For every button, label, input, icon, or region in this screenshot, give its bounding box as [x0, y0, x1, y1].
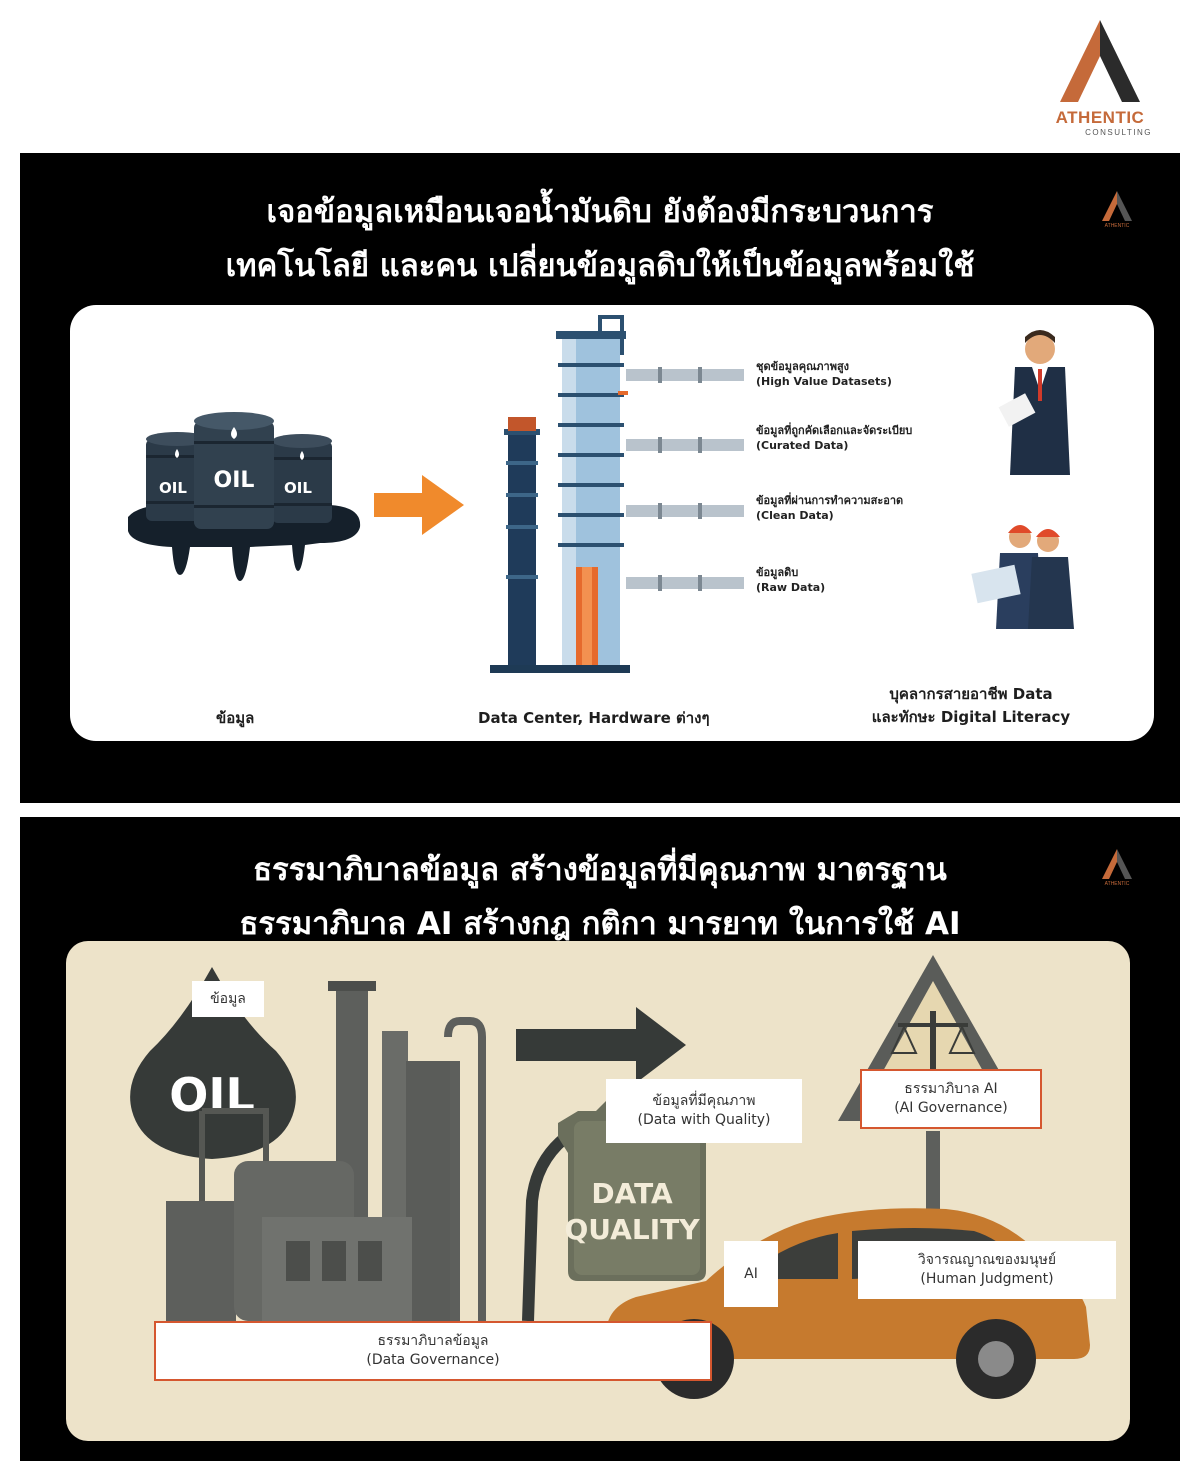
athentic-logo-mark-icon: [1060, 20, 1140, 102]
tier-high-value-th: ชุดข้อมูลคุณภาพสูง: [756, 360, 850, 373]
ai-governance-box: ธรรมาภิบาล AI (AI Governance): [860, 1069, 1042, 1129]
data-tag: ข้อมูล: [192, 981, 264, 1017]
data-governance-box: ธรรมาภิบาลข้อมูล (Data Governance): [154, 1321, 712, 1381]
slide2-title-line2: ธรรมาภิบาล AI สร้างกฎ กติกา มารยาท ในการ…: [239, 906, 961, 942]
refinery-card: OIL OIL OIL: [70, 305, 1154, 741]
mini-logo-mark-icon: [1102, 191, 1132, 221]
slide2-title: ธรรมาภิบาลข้อมูล สร้างข้อมูลที่มีคุณภาพ …: [20, 843, 1180, 951]
barrel-right-label: OIL: [284, 479, 312, 497]
data-governance-en: (Data Governance): [366, 1352, 500, 1368]
tier-high-value-en: (High Value Datasets): [756, 375, 892, 388]
mini-logo-text: ATHENTIC: [1104, 223, 1130, 229]
distillation-tower-icon: [490, 315, 744, 673]
can-label-line1: DATA: [591, 1177, 673, 1210]
oil-barrels-icon: [128, 412, 361, 581]
human-judgment-en: (Human Judgment): [920, 1271, 1054, 1287]
slide-data-refinery: เจอข้อมูลเหมือนเจอน้ำมันดิบ ยังต้องมีกระ…: [20, 153, 1180, 803]
arrow-right-icon: [516, 1007, 686, 1083]
athentic-logo: ATHENTIC CONSULTING: [1040, 16, 1160, 140]
tier-raw-en: (Raw Data): [756, 581, 826, 594]
ai-box: AI: [724, 1241, 778, 1307]
tier-raw-th: ข้อมูลดิบ: [756, 566, 799, 579]
ai-governance-th: ธรรมาภิบาล AI: [904, 1081, 998, 1097]
factory-icon: [166, 981, 486, 1321]
tier-raw: ข้อมูลดิบ (Raw Data): [756, 565, 825, 595]
engineers-icon: [971, 525, 1074, 629]
caption-people-line2: และทักษะ Digital Literacy: [871, 708, 1071, 726]
ai-governance-en: (AI Governance): [894, 1100, 1008, 1116]
refinery-illustration: OIL OIL OIL: [128, 315, 1074, 673]
governance-card: OIL: [66, 941, 1130, 1441]
mini-logo-mark-icon: [1102, 849, 1132, 879]
jerry-can-icon: [558, 1101, 706, 1281]
caption-data: ข้อมูล: [216, 709, 255, 727]
arrow-right-icon: [374, 475, 464, 535]
tier-curated-en: (Curated Data): [756, 439, 849, 452]
businessman-icon: [998, 330, 1070, 475]
tier-curated-th: ข้อมูลที่ถูกคัดเลือกและจัดระเบียบ: [756, 424, 913, 437]
human-judgment-th: วิจารณญาณของมนุษย์: [917, 1252, 1057, 1268]
slide-governance: ธรรมาภิบาลข้อมูล สร้างข้อมูลที่มีคุณภาพ …: [20, 817, 1180, 1461]
fuel-hose-icon: [522, 1132, 570, 1322]
slide1-title-line1: เจอข้อมูลเหมือนเจอน้ำมันดิบ ยังต้องมีกระ…: [266, 194, 934, 230]
data-with-quality-box: ข้อมูลที่มีคุณภาพ (Data with Quality): [606, 1079, 802, 1143]
barrel-left-label: OIL: [159, 479, 187, 497]
data-with-quality-th: ข้อมูลที่มีคุณภาพ: [652, 1093, 756, 1109]
slide2-mini-logo: ATHENTIC: [1094, 847, 1140, 893]
human-judgment-box: วิจารณญาณของมนุษย์ (Human Judgment): [858, 1241, 1116, 1299]
slide1-title-line2: เทคโนโลยี และคน เปลี่ยนข้อมูลดิบให้เป็นข…: [225, 248, 975, 284]
caption-data-center: Data Center, Hardware ต่างๆ: [478, 709, 710, 727]
data-governance-th: ธรรมาภิบาลข้อมูล: [377, 1333, 489, 1349]
slide1-mini-logo: ATHENTIC: [1094, 189, 1140, 235]
caption-people-line1: บุคลากรสายอาชีพ Data: [889, 685, 1053, 703]
logo-wordmark: ATHENTIC: [1055, 108, 1145, 127]
slide1-title: เจอข้อมูลเหมือนเจอน้ำมันดิบ ยังต้องมีกระ…: [20, 185, 1180, 293]
mini-logo-text: ATHENTIC: [1104, 881, 1130, 887]
data-with-quality-en: (Data with Quality): [637, 1112, 771, 1128]
tier-curated: ข้อมูลที่ถูกคัดเลือกและจัดระเบียบ (Curat…: [756, 423, 912, 453]
logo-subtitle: CONSULTING: [1085, 128, 1152, 137]
slide2-title-line1: ธรรมาภิบาลข้อมูล สร้างข้อมูลที่มีคุณภาพ …: [253, 852, 947, 888]
can-label-line2: QUALITY: [565, 1213, 701, 1246]
tier-high-value: ชุดข้อมูลคุณภาพสูง (High Value Datasets): [756, 359, 892, 389]
tier-clean-th: ข้อมูลที่ผ่านการทำความสะอาด: [756, 494, 904, 507]
tier-clean: ข้อมูลที่ผ่านการทำความสะอาด (Clean Data): [756, 493, 903, 523]
barrel-center-label: OIL: [214, 468, 255, 493]
caption-people: บุคลากรสายอาชีพ Data และทักษะ Digital Li…: [836, 683, 1106, 729]
tier-clean-en: (Clean Data): [756, 509, 834, 522]
